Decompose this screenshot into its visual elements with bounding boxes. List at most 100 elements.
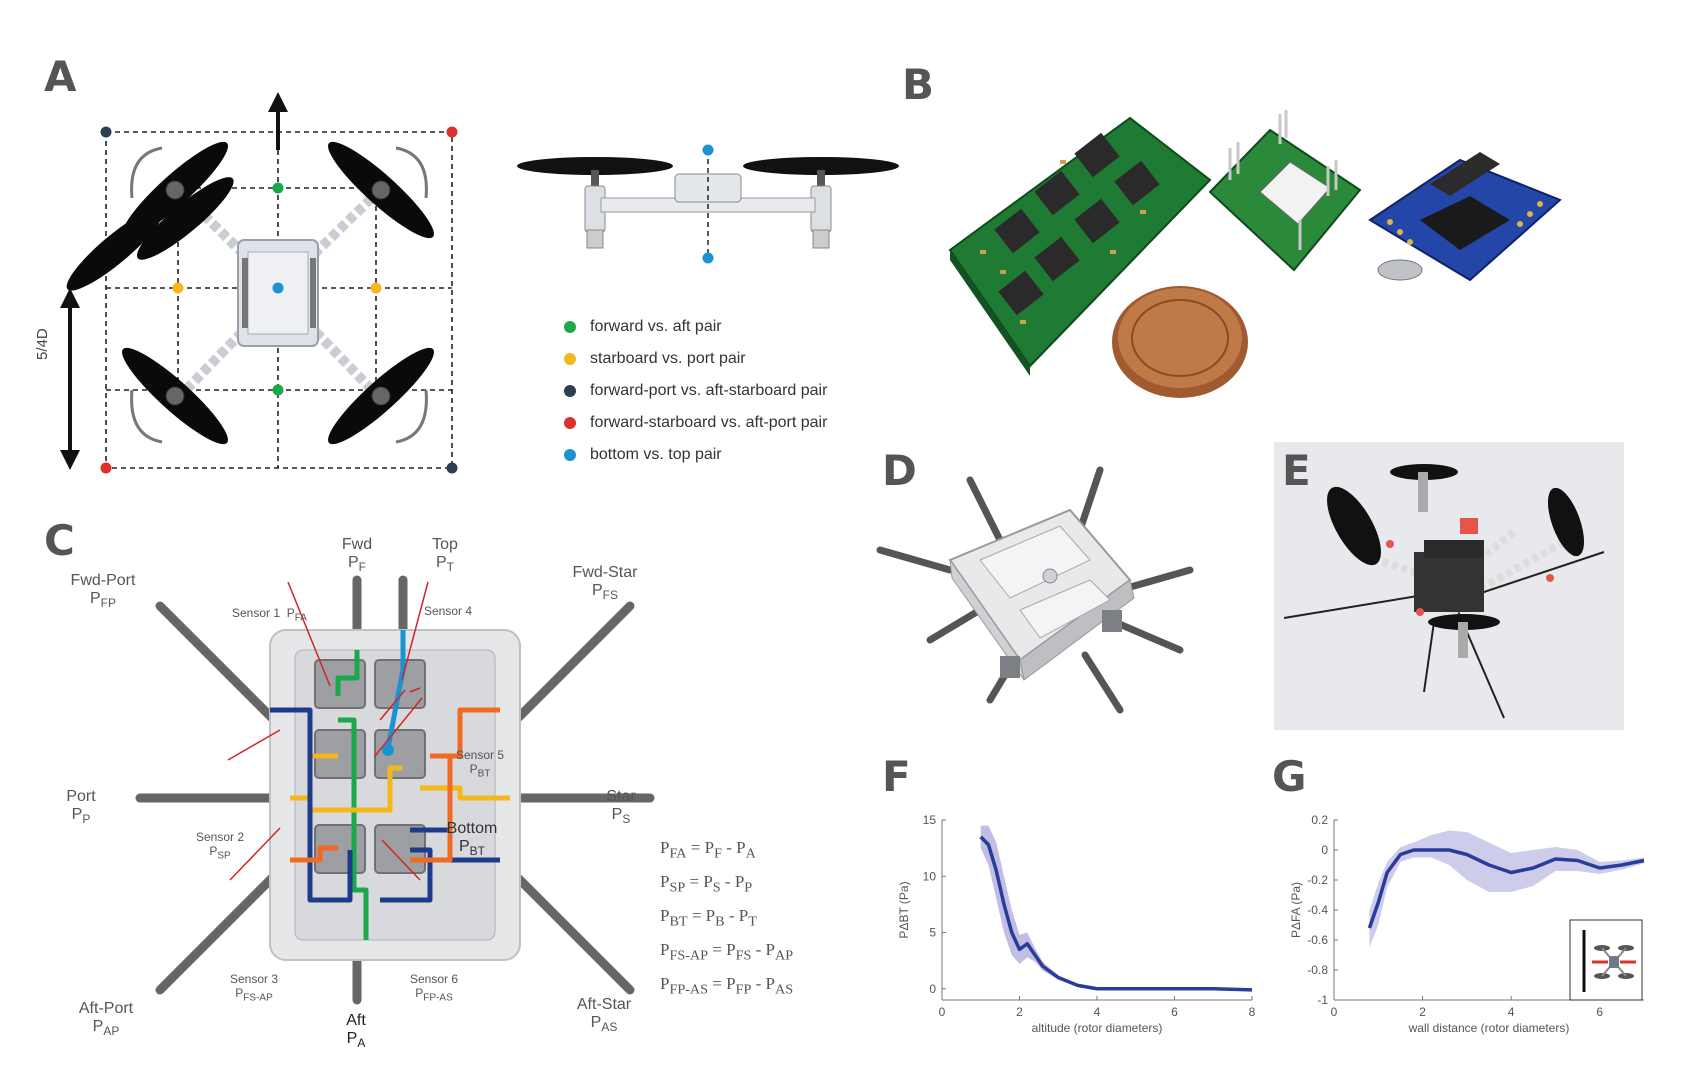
x-tick-label: 6	[1171, 1005, 1178, 1019]
p-subscript: SP	[217, 850, 231, 862]
y-axis-label: PΔBT (Pa)	[897, 881, 911, 938]
p-subscript: T	[748, 913, 757, 930]
p-subscript: B	[715, 913, 725, 930]
p-symbol: P	[738, 906, 749, 925]
p-subscript: A	[745, 845, 756, 862]
port-pressure: PAP	[66, 1018, 146, 1038]
p-subscript: F	[714, 845, 722, 862]
sensor-name: Sensor 6	[410, 972, 459, 986]
p-symbol: P	[726, 974, 736, 993]
y-tick-label: 0	[1321, 843, 1328, 857]
p-subscript: AS	[774, 981, 794, 998]
port-label-bottom: Bottom PBT	[432, 820, 512, 858]
legend-item-starboard-port: starboard vs. port pair	[564, 350, 746, 368]
p-subscript: AP	[774, 947, 794, 964]
x-tick-label: 0	[939, 1005, 946, 1019]
port-label-fwd-star: Fwd-Star PFS	[560, 564, 650, 602]
legend-label: starboard vs. port pair	[590, 350, 746, 367]
port-pressure: PA	[336, 1030, 376, 1050]
sensor-pressure: PFS-AP	[230, 986, 278, 1003]
x-axis-label: altitude (rotor diameters)	[1032, 1021, 1163, 1035]
legend-label: bottom vs. top pair	[590, 446, 722, 463]
p-subscript: AP	[103, 1024, 120, 1039]
inset-diagram	[1569, 919, 1643, 1001]
legend-label: forward-starboard vs. aft-port pair	[590, 414, 828, 431]
port-label-port: Port PP	[56, 788, 106, 826]
sensor-label-5: Sensor 5 PBT	[456, 748, 504, 779]
legend-item-fwdport-aftstar: forward-port vs. aft-starboard pair	[564, 382, 827, 400]
sensor-label-3: Sensor 3 PFS-AP	[230, 972, 278, 1003]
p-symbol: P	[703, 872, 713, 891]
p-symbol: P	[469, 762, 478, 776]
port-name: Aft	[346, 1012, 366, 1029]
p-symbol: P	[765, 940, 775, 959]
p-symbol: P	[660, 906, 670, 925]
sensor-name: Sensor 2	[196, 830, 245, 844]
port-label-aft: Aft PA	[336, 1012, 376, 1050]
legend-dot-blue	[564, 449, 576, 461]
panel-label-f: F	[882, 752, 911, 801]
sensor-label-1: Sensor 1 PFA	[232, 606, 307, 623]
p-subscript: SP	[669, 879, 686, 896]
sensor-routing-diagram	[135, 575, 655, 1005]
port-pressure: PFS	[560, 582, 650, 602]
p-subscript: BT	[469, 844, 485, 859]
port-label-fwd: Fwd PF	[332, 536, 382, 574]
panel-label-a: A	[44, 52, 77, 101]
p-subscript: FP-AS	[423, 992, 453, 1004]
legend-dot-navy	[564, 385, 576, 397]
legend-item-fwdstar-aftport: forward-starboard vs. aft-port pair	[564, 414, 827, 432]
p-symbol: P	[660, 940, 670, 959]
y-axis-label: PΔFA (Pa)	[1290, 882, 1303, 938]
series-line	[979, 835, 1253, 992]
port-pressure: PT	[420, 554, 470, 574]
x-tick-label: 4	[1094, 1005, 1101, 1019]
p-symbol: P	[71, 806, 83, 823]
p-symbol: P	[209, 844, 218, 858]
legend-item-forward-aft: forward vs. aft pair	[564, 318, 722, 336]
p-subscript: FS	[602, 588, 618, 603]
equation-sp: PSP = PS - PP	[660, 872, 753, 896]
panel-label-e: E	[1282, 446, 1311, 495]
y-tick-label: -0.2	[1307, 873, 1328, 887]
x-tick-label: 6	[1596, 1005, 1603, 1019]
sensor-name: Sensor 5	[456, 748, 505, 762]
port-name: Top	[432, 536, 458, 553]
y-tick-label: -1	[1317, 993, 1328, 1007]
panel-label-d: D	[882, 446, 917, 495]
p-subscript: BT	[669, 913, 688, 930]
x-tick-label: 2	[1016, 1005, 1023, 1019]
sensor-name: Sensor 4	[424, 604, 473, 618]
panel-label-g: G	[1272, 752, 1307, 801]
port-pressure: PAS	[564, 1014, 644, 1034]
p-subscript: FP	[100, 596, 116, 611]
p-symbol: P	[736, 838, 746, 857]
port-name: Fwd-Port	[70, 572, 136, 589]
port-label-aft-star: Aft-Star PAS	[564, 996, 644, 1034]
p-symbol: P	[89, 590, 101, 607]
y-tick-label: 5	[929, 926, 936, 940]
sensor-pressure: PBT	[456, 762, 504, 779]
p-symbol: P	[346, 1030, 358, 1047]
x-tick-label: 0	[1331, 1005, 1338, 1019]
p-symbol: P	[591, 582, 603, 599]
p-subscript: BT	[477, 768, 491, 780]
equation-fp-as: PFP-AS = PFP - PAS	[660, 974, 794, 998]
inset-rotor-icon	[1594, 973, 1610, 979]
quadrotor-photo	[1274, 442, 1624, 730]
p-subscript: FS-AP	[669, 947, 709, 964]
p-symbol: P	[92, 1018, 104, 1035]
port-label-top: Top PT	[420, 536, 470, 574]
p-symbol: P	[660, 974, 670, 993]
sensor-label-4: Sensor 4	[424, 604, 472, 618]
confidence-band	[980, 825, 1252, 991]
inset-body	[1609, 956, 1619, 968]
x-axis-label: wall distance (rotor diameters)	[1408, 1021, 1570, 1035]
port-label-star: Star PS	[596, 788, 646, 826]
port-pressure: PFP	[58, 590, 148, 610]
p-subscript: FA	[669, 845, 687, 862]
x-tick-label: 8	[1249, 1005, 1256, 1019]
sensor-boards-photo	[948, 110, 1562, 398]
series-line	[1367, 848, 1645, 929]
port-pressure: PP	[56, 806, 106, 826]
